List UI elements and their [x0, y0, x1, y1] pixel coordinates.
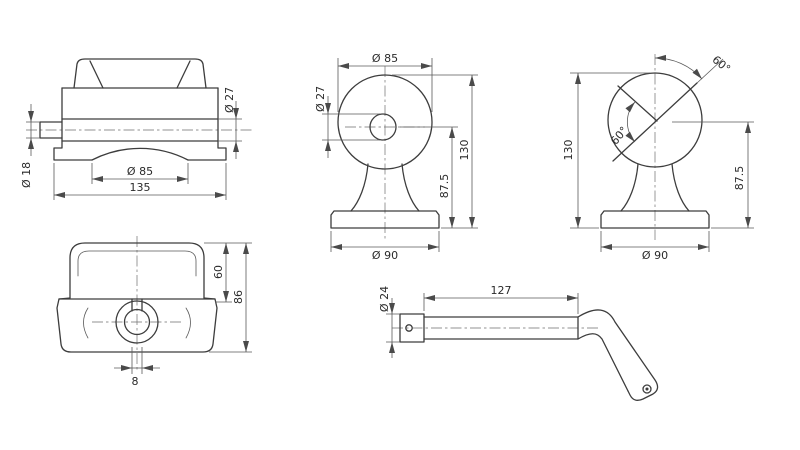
dim-lever-rod: Ø 24	[378, 286, 391, 312]
dim-top-slot: 8	[132, 375, 139, 388]
top-view-dims	[114, 242, 252, 374]
rod-body	[423, 316, 579, 340]
dim-side-ball: Ø 85	[372, 52, 398, 65]
bore-circle	[123, 308, 151, 336]
dim-side-hole: Ø 27	[314, 86, 327, 112]
slot-line-long	[612, 82, 698, 162]
swivel-view-dims	[570, 54, 754, 252]
housing-left-side	[53, 87, 93, 161]
seat-arch	[91, 147, 189, 161]
cap-hole	[405, 324, 413, 332]
slot-line-short	[617, 85, 658, 122]
base-flange	[600, 210, 710, 229]
dim-side-height-total: 130	[458, 140, 471, 161]
ball-hole-circle	[369, 113, 397, 141]
dim-swivel-height-total: 130	[562, 140, 575, 161]
handle-outer	[577, 309, 659, 401]
front-view	[39, 58, 227, 161]
keyway-notch	[131, 298, 143, 312]
dim-front-bore: Ø 27	[223, 87, 236, 113]
lower-body	[56, 297, 218, 353]
side-pipe	[39, 121, 63, 139]
stem-left	[350, 163, 369, 212]
top-view	[56, 242, 218, 353]
front-view-dims	[26, 101, 242, 200]
dim-side-height-center: 87.5	[438, 174, 451, 199]
housing-right-side	[187, 87, 227, 161]
handle-hole-center	[645, 387, 649, 391]
swivel-view	[600, 72, 710, 229]
upper-body	[69, 242, 205, 299]
dim-top-height-total: 86	[232, 290, 245, 304]
stem-right	[401, 163, 420, 212]
base-flange	[330, 210, 440, 229]
handle-inner	[577, 333, 629, 392]
stem-right	[671, 163, 690, 212]
dim-top-height-upper: 60	[212, 265, 225, 279]
boss-circle	[115, 300, 159, 344]
dim-swivel-angle-upper: 60°	[710, 53, 733, 75]
side-view	[330, 74, 440, 229]
stem-left	[620, 163, 639, 212]
dim-swivel-angle-lower: 60°	[608, 124, 630, 147]
dim-front-seat: Ø 85	[127, 165, 153, 178]
dim-front-pipe: Ø 18	[20, 162, 33, 188]
side-view-dims	[322, 58, 478, 252]
dim-front-width: 135	[130, 181, 151, 194]
centerlines	[26, 54, 656, 372]
rod-cap	[399, 313, 425, 343]
dim-lever-length: 127	[491, 284, 512, 297]
dim-swivel-base: Ø 90	[642, 249, 668, 262]
lever-view-dims	[386, 293, 579, 358]
dim-side-base: Ø 90	[372, 249, 398, 262]
ball-circle	[337, 74, 433, 170]
lever-view	[399, 309, 659, 401]
angle-arc-lower	[625, 101, 636, 143]
dim-swivel-height-center: 87.5	[733, 166, 746, 191]
housing-cap	[73, 58, 207, 89]
angle-arc-upper	[654, 54, 703, 80]
handle-hole	[642, 384, 652, 394]
